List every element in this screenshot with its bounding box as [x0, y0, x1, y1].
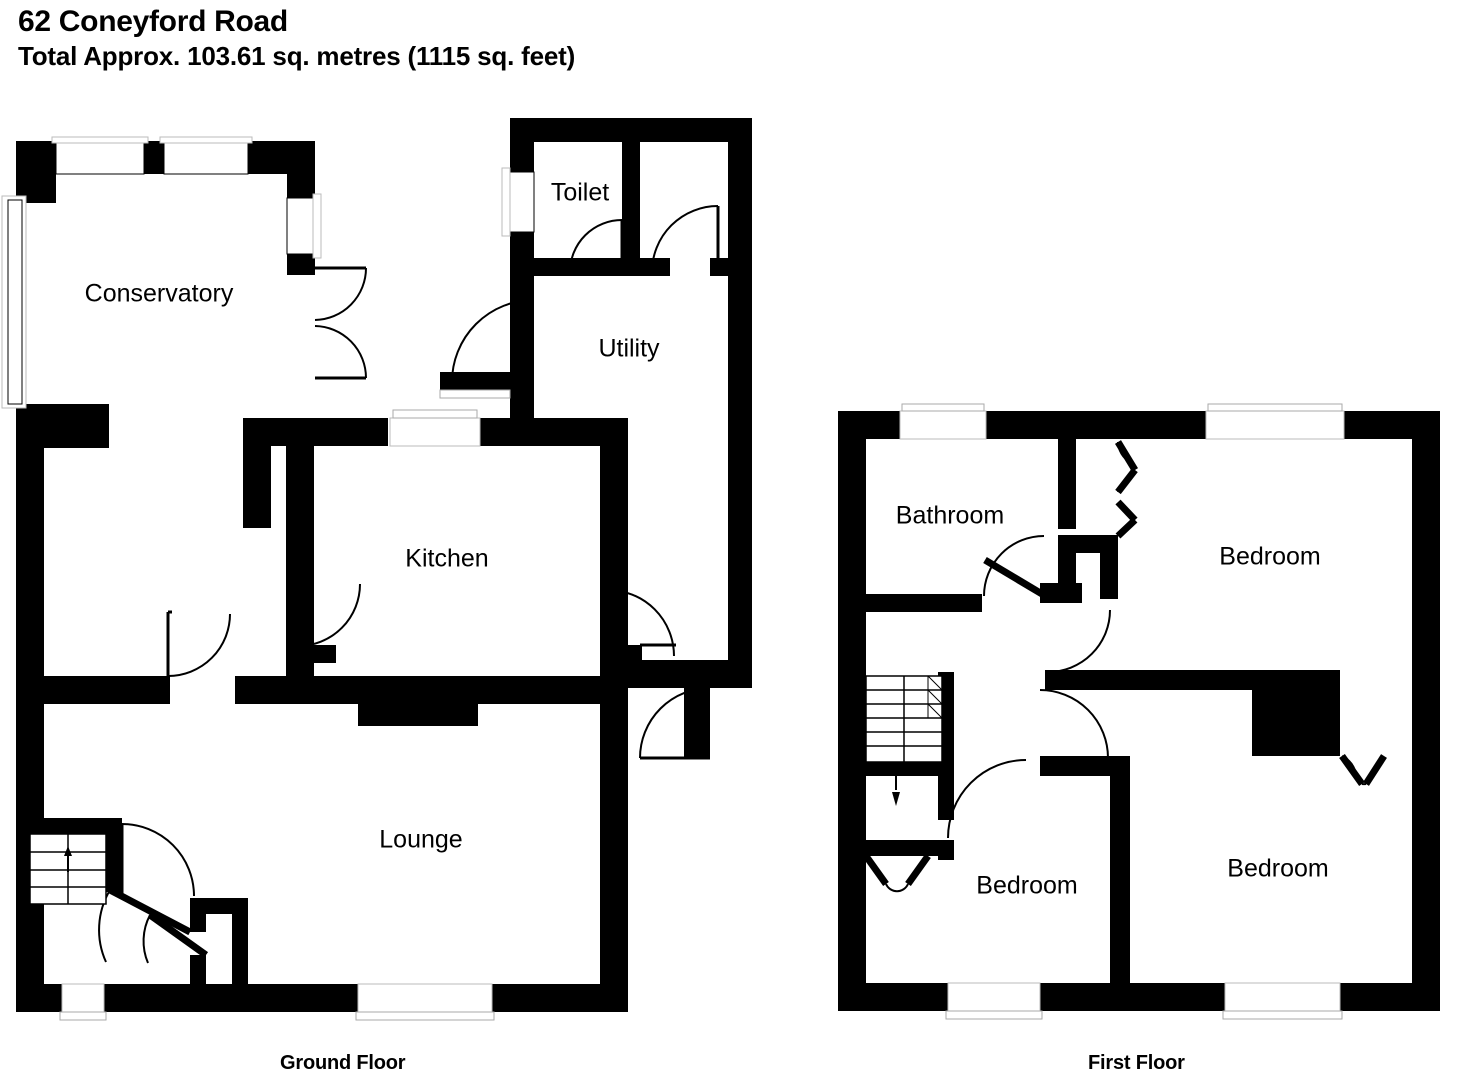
ground-floor-walls: [16, 118, 752, 1012]
area-summary: Total Approx. 103.61 sq. metres (1115 sq…: [18, 41, 576, 71]
ground-floor-staircase: [29, 833, 107, 905]
page-title: 62 Coneyford Road: [18, 5, 288, 38]
first-floor-plan: [838, 403, 1440, 1020]
first-floor-staircase: [865, 675, 943, 806]
first-floor-windows: [899, 403, 1345, 1020]
first-floor-caption: First Floor: [1088, 1052, 1185, 1074]
room-label-utility: Utility: [598, 334, 660, 363]
room-label-bathroom: Bathroom: [895, 501, 1005, 530]
room-label-bedroom-front-left: Bedroom: [976, 871, 1078, 900]
header-block: 62 Coneyford Road Total Approx. 103.61 s…: [18, 4, 918, 72]
room-label-bedroom-front-right: Bedroom: [1227, 854, 1329, 883]
ground-floor-plan: [1, 118, 752, 1021]
ground-floor-windows: [1, 136, 535, 1021]
room-label-kitchen: Kitchen: [405, 544, 489, 573]
ground-floor-caption: Ground Floor: [280, 1052, 406, 1074]
room-label-toilet: Toilet: [550, 178, 610, 207]
room-label-lounge: Lounge: [379, 825, 463, 854]
room-label-conservatory: Conservatory: [84, 279, 234, 308]
room-label-bedroom-rear-right: Bedroom: [1219, 542, 1321, 571]
